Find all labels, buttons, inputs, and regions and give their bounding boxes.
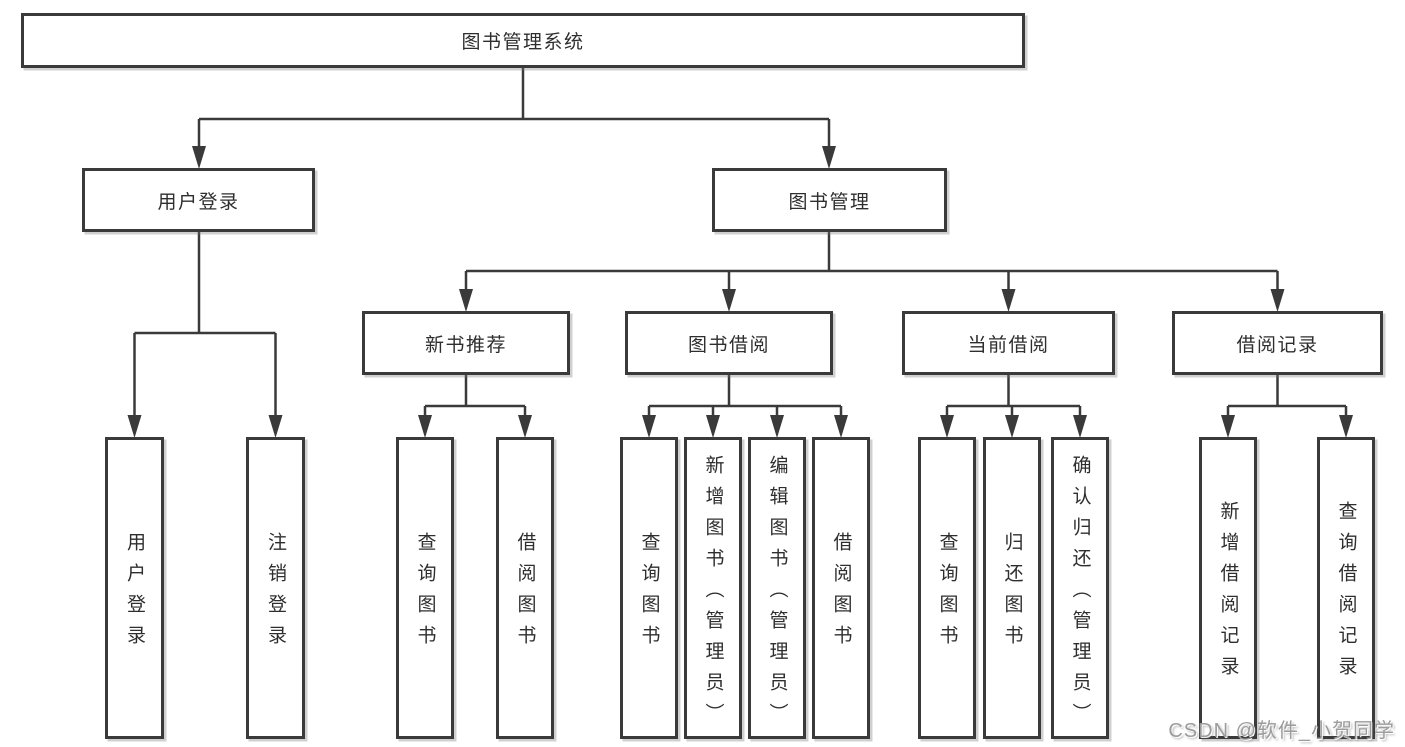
node-leaf-query-books-recommend: 查询图书 bbox=[396, 437, 454, 739]
node-leaf-borrow-books: 借阅图书 bbox=[812, 437, 870, 739]
csdn-watermark: CSDN @软件_小贺同学 bbox=[1168, 720, 1395, 742]
node-book-borrow: 图书借阅 bbox=[625, 311, 833, 375]
node-borrow-records: 借阅记录 bbox=[1172, 311, 1383, 375]
node-current-borrow: 当前借阅 bbox=[902, 311, 1115, 375]
node-leaf-edit-book-admin: 编辑图书（管理员） bbox=[748, 437, 806, 739]
node-leaf-add-borrow-record: 新增借阅记录 bbox=[1199, 437, 1257, 739]
node-leaf-return-book: 归还图书 bbox=[983, 437, 1041, 739]
node-leaf-query-books-current: 查询图书 bbox=[918, 437, 976, 739]
node-leaf-borrow-books-recommend: 借阅图书 bbox=[496, 437, 554, 739]
node-leaf-logout: 注销登录 bbox=[246, 437, 305, 739]
node-leaf-add-book-admin: 新增图书（管理员） bbox=[684, 437, 742, 739]
node-new-book-recommend: 新书推荐 bbox=[362, 311, 570, 375]
node-library-management-system: 图书管理系统 bbox=[21, 13, 1025, 68]
node-user-login-branch: 用户登录 bbox=[82, 168, 315, 232]
node-leaf-query-borrow-record: 查询借阅记录 bbox=[1317, 437, 1375, 739]
node-leaf-confirm-return-admin: 确认归还（管理员） bbox=[1051, 437, 1109, 739]
node-book-management-branch: 图书管理 bbox=[712, 168, 947, 232]
node-leaf-query-books-borrow: 查询图书 bbox=[620, 437, 678, 739]
node-leaf-user-login: 用户登录 bbox=[105, 437, 164, 739]
